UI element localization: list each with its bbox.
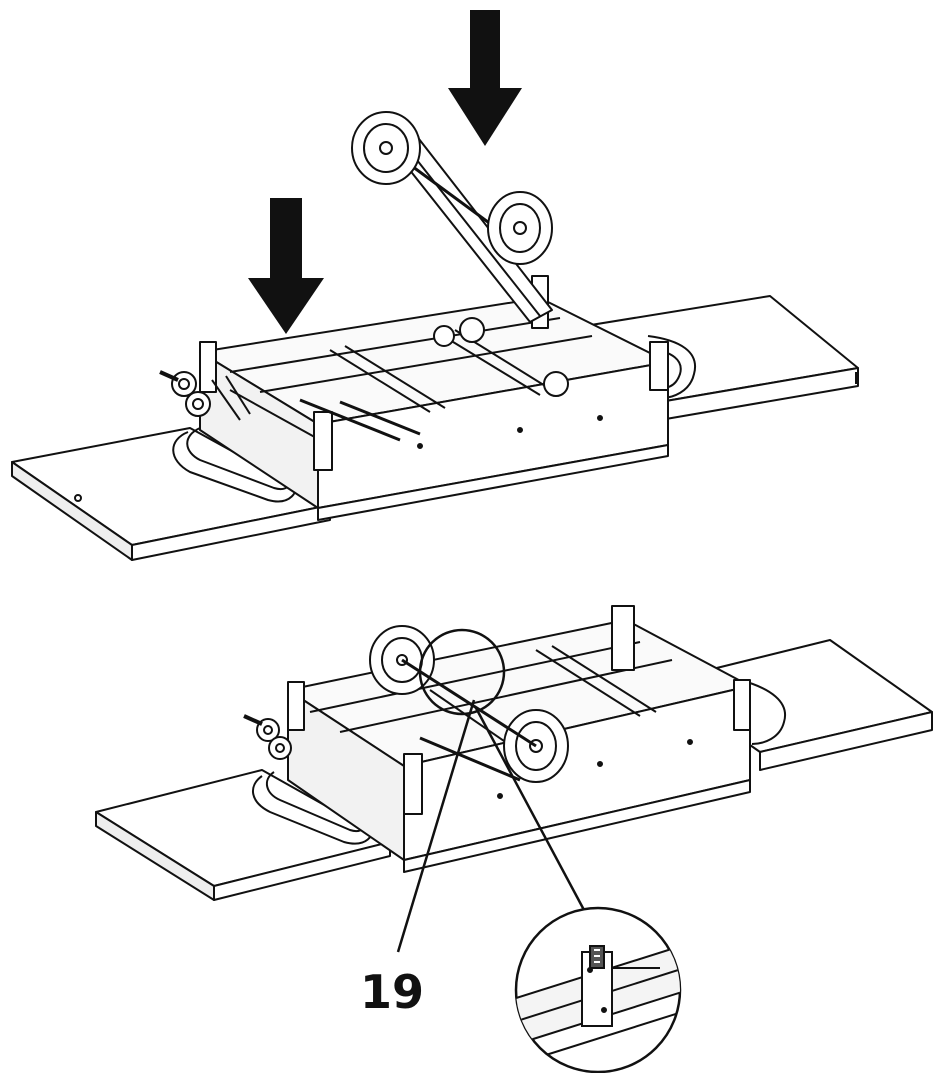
bottom-control-knobs — [244, 716, 291, 759]
callout-19-label: 19 — [360, 965, 424, 1019]
detail-view — [510, 908, 720, 1072]
top-wheel-right — [488, 192, 552, 264]
bottom-assembly — [96, 606, 932, 900]
down-arrow-wheels — [448, 10, 522, 146]
top-wheel-left — [352, 112, 420, 184]
down-arrow-frame — [248, 198, 324, 334]
top-assembly — [12, 112, 858, 560]
top-wheel-axle-assembly — [352, 112, 552, 322]
